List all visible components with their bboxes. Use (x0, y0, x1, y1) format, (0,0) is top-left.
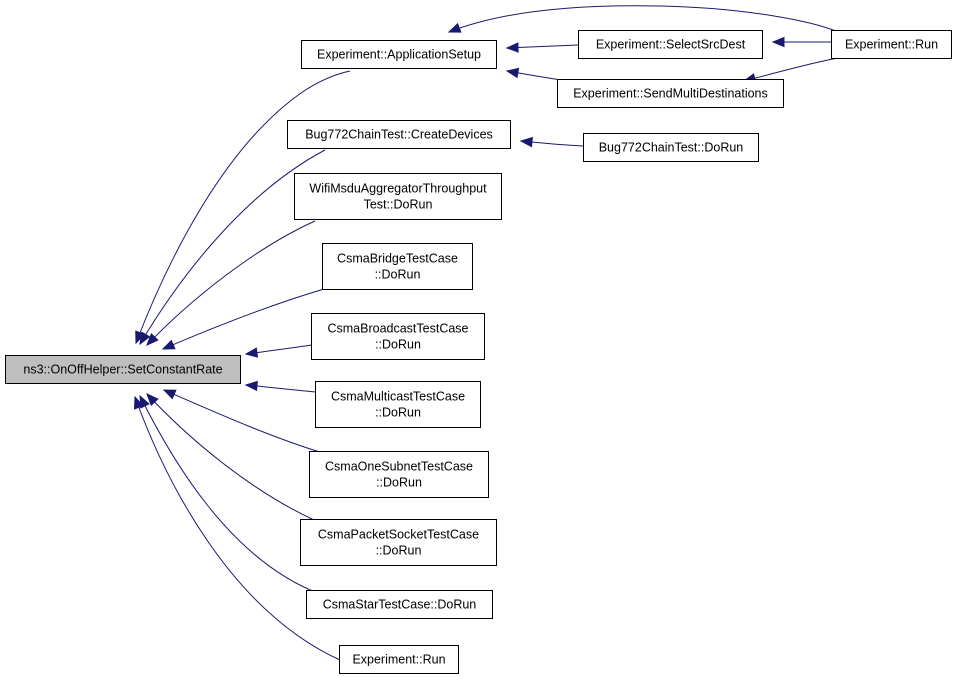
node-box (315, 381, 481, 428)
edge-line (134, 396, 341, 661)
node-label: Bug772ChainTest::DoRun (599, 141, 744, 155)
call-edges (133, 5, 839, 661)
node-box (309, 451, 489, 498)
node-csmapacketsocket[interactable]: CsmaPacketSocketTestCase::DoRun (300, 519, 497, 566)
node-box (311, 313, 485, 360)
node-bug772dorun[interactable]: Bug772ChainTest::DoRun (583, 133, 759, 162)
edge-line (135, 70, 351, 344)
node-box (301, 40, 497, 69)
node-label: Experiment::Run (845, 38, 938, 52)
node-box (831, 30, 952, 59)
call-edge-wifimsdu-to-setconstantrate (146, 220, 316, 346)
arrowhead-icon (133, 395, 144, 410)
node-box (583, 133, 759, 162)
node-box (300, 519, 497, 566)
node-csmastar[interactable]: CsmaStarTestCase::DoRun (306, 590, 493, 619)
node-label: Experiment::Run (352, 653, 445, 667)
node-label: CsmaBroadcastTestCase (327, 322, 468, 336)
node-box (557, 79, 784, 108)
call-edge-experimentrun2-to-selectsrcdest (771, 36, 831, 48)
call-edge-csmabridge-to-setconstantrate (161, 288, 325, 350)
node-csmabridge[interactable]: CsmaBridgeTestCase::DoRun (322, 243, 473, 290)
node-label: CsmaStarTestCase::DoRun (323, 598, 477, 612)
node-label: Experiment::SelectSrcDest (596, 38, 746, 52)
node-label: CsmaBridgeTestCase (337, 252, 458, 266)
node-label: ns3::OnOffHelper::SetConstantRate (23, 363, 222, 377)
call-edge-experimentrun2-to-sendmulti (742, 57, 839, 84)
node-box (287, 120, 511, 149)
call-edge-experimentrun2-to-appsetup (447, 5, 839, 33)
call-edge-csmastar-to-setconstantrate (139, 394, 321, 595)
arrowhead-icon (139, 331, 151, 346)
node-box (306, 590, 493, 619)
node-box (294, 173, 502, 220)
call-edge-experimentrun1-to-setconstantrate (133, 395, 341, 661)
function-nodes: ns3::OnOffHelper::SetConstantRateExperim… (5, 30, 952, 674)
node-csmamulticast[interactable]: CsmaMulticastTestCase::DoRun (315, 381, 481, 428)
arrowhead-icon (161, 339, 176, 350)
edge-line (448, 5, 839, 33)
node-label: Bug772ChainTest::CreateDevices (305, 128, 493, 142)
node-box (578, 30, 763, 59)
node-label: WifiMsduAggregatorThroughput (309, 182, 487, 196)
node-createdevices[interactable]: Bug772ChainTest::CreateDevices (287, 120, 511, 149)
node-label: CsmaMulticastTestCase (331, 390, 465, 404)
edge-line (162, 288, 325, 350)
node-experimentrun2[interactable]: Experiment::Run (831, 30, 952, 59)
node-label: ::DoRun (375, 268, 421, 282)
call-edge-csmabroadcast-to-setconstantrate (244, 344, 313, 358)
edge-line (139, 395, 321, 595)
call-edge-selectsrcdest-to-appsetup (505, 42, 579, 53)
edge-line (146, 393, 315, 521)
arrowhead-icon (244, 380, 258, 392)
node-setconstantrate[interactable]: ns3::OnOffHelper::SetConstantRate (5, 355, 241, 384)
node-label: ::DoRun (376, 544, 422, 558)
call-edge-createdevices-to-setconstantrate (139, 149, 326, 346)
node-csmaonesubnet[interactable]: CsmaOneSubnetTestCase::DoRun (309, 451, 489, 498)
edge-line (163, 389, 324, 454)
node-box (339, 645, 459, 674)
arrowhead-icon (505, 67, 520, 79)
node-experimentrun1[interactable]: Experiment::Run (339, 645, 459, 674)
arrowhead-icon (162, 389, 177, 400)
arrowhead-icon (244, 347, 259, 358)
arrowhead-icon (447, 22, 462, 33)
call-edge-csmamulticast-to-setconstantrate (244, 380, 317, 393)
arrowhead-icon (146, 333, 159, 346)
edge-line (139, 149, 326, 345)
arrowhead-icon (146, 393, 159, 406)
arrowhead-icon (771, 36, 785, 48)
edge-line (743, 57, 839, 82)
node-label: ::DoRun (375, 406, 421, 420)
node-box (322, 243, 473, 290)
arrowhead-icon (505, 42, 519, 53)
node-label: Experiment::SendMultiDestinations (573, 87, 768, 101)
node-label: ::DoRun (375, 338, 421, 352)
call-edge-csmaonesubnet-to-setconstantrate (162, 389, 324, 454)
call-edge-csmapacketsocket-to-setconstantrate (146, 393, 315, 521)
node-label: Experiment::ApplicationSetup (317, 48, 481, 62)
edge-line (146, 220, 316, 346)
node-selectsrcdest[interactable]: Experiment::SelectSrcDest (578, 30, 763, 59)
node-label: CsmaPacketSocketTestCase (318, 528, 479, 542)
call-edge-bug772dorun-to-createdevices (519, 136, 584, 148)
arrowhead-icon (519, 136, 533, 148)
node-label: ::DoRun (376, 476, 422, 490)
node-box (5, 355, 241, 384)
node-sendmulti[interactable]: Experiment::SendMultiDestinations (557, 79, 784, 108)
node-label: CsmaOneSubnetTestCase (325, 460, 473, 474)
node-label: Test::DoRun (364, 198, 433, 212)
node-csmabroadcast[interactable]: CsmaBroadcastTestCase::DoRun (311, 313, 485, 360)
node-appsetup[interactable]: Experiment::ApplicationSetup (301, 40, 497, 69)
